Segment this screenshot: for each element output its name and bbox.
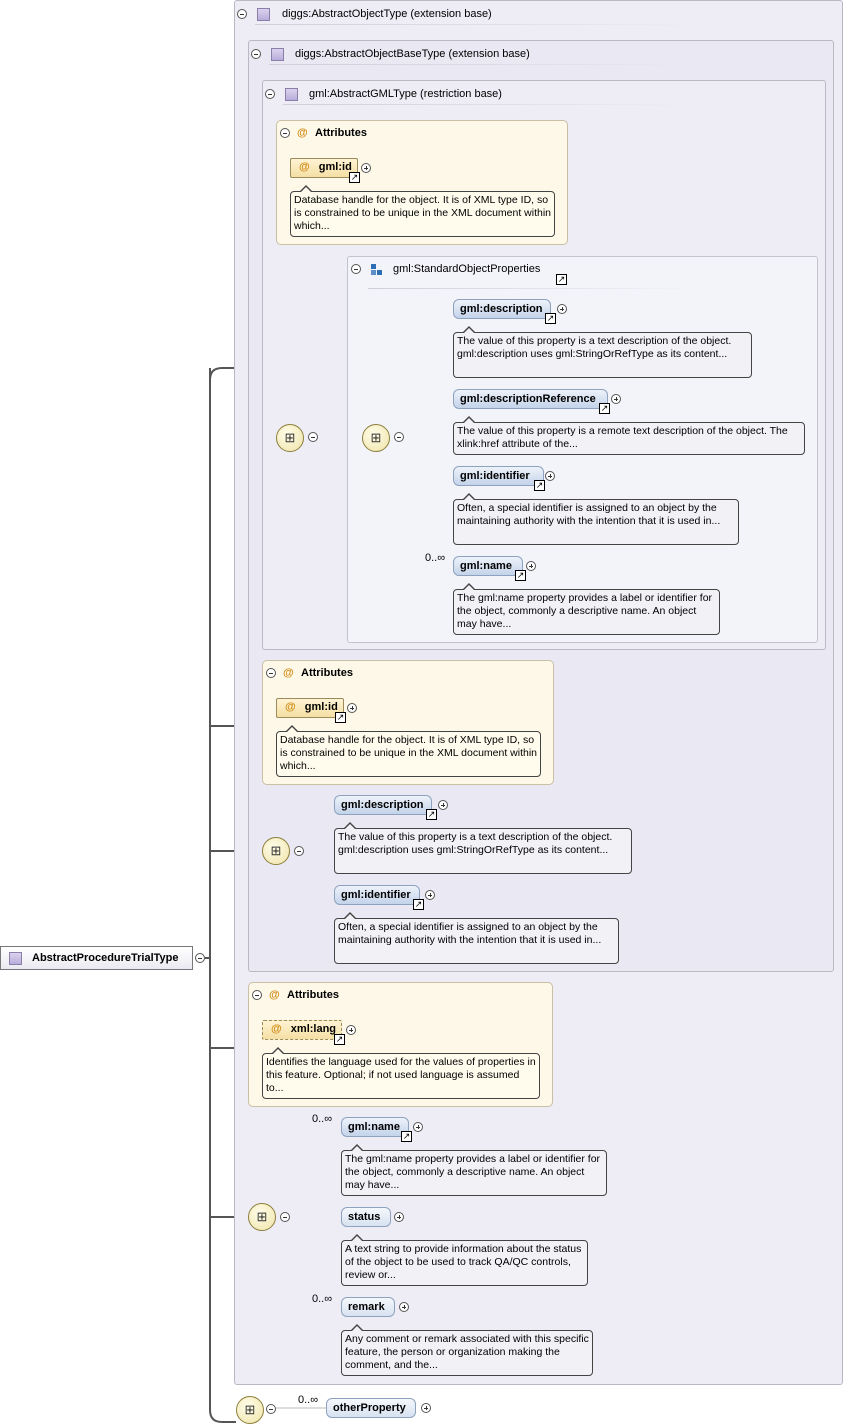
ref-arrow-icon[interactable]: ↗: [545, 313, 556, 324]
element-gml-description[interactable]: gml:description: [334, 795, 432, 815]
element-remark[interactable]: remark: [341, 1297, 395, 1317]
attribute-gml-id[interactable]: @ gml:id: [276, 698, 344, 718]
attributes-at-icon: @: [297, 127, 308, 139]
attributes-header: Attributes: [315, 127, 367, 139]
occurrence-label: 0..∞: [312, 1113, 333, 1125]
collapse-attributes-icon[interactable]: [266, 668, 276, 678]
element-gml-identifier[interactable]: gml:identifier: [334, 885, 420, 905]
collapse-abstract-gml-icon[interactable]: [265, 89, 275, 99]
expand-icon[interactable]: [421, 1403, 431, 1413]
ref-arrow-icon[interactable]: ↗: [556, 274, 567, 285]
header-separator: [269, 64, 689, 65]
attributes-at-icon: @: [283, 667, 294, 679]
status-documentation: A text string to provide information abo…: [341, 1234, 588, 1286]
ref-arrow-icon[interactable]: ↗: [515, 570, 526, 581]
ref-arrow-icon[interactable]: ↗: [401, 1131, 412, 1142]
header-separator: [368, 288, 698, 289]
gml-description-documentation: The value of this property is a text des…: [334, 822, 632, 874]
attributes-header: Attributes: [287, 989, 339, 1001]
element-gml-description[interactable]: gml:description: [453, 299, 551, 319]
attribute-gml-id[interactable]: @ gml:id: [290, 158, 358, 178]
attributes-at-icon: @: [269, 989, 280, 1001]
sequence-compositor-icon[interactable]: ⊞: [236, 1396, 264, 1424]
expand-icon[interactable]: [438, 800, 448, 810]
collapse-attributes-icon[interactable]: [252, 990, 262, 1000]
collapse-sequence-icon[interactable]: [394, 432, 404, 442]
root-type-node[interactable]: [0, 946, 193, 970]
element-gml-identifier[interactable]: gml:identifier: [453, 466, 544, 486]
header-separator: [283, 104, 693, 105]
sequence-compositor-icon[interactable]: ⊞: [248, 1203, 276, 1231]
complex-type-icon: [285, 88, 298, 101]
gml-id-documentation: Database handle for the object. It is of…: [276, 725, 541, 777]
expand-icon[interactable]: [545, 471, 555, 481]
complex-type-icon: [257, 8, 270, 21]
collapse-sequence-icon[interactable]: [294, 846, 304, 856]
attribute-label: xml:lang: [290, 1023, 337, 1035]
abstract-object-type-label: diggs:AbstractObjectType (extension base…: [282, 8, 492, 20]
attribute-label: gml:id: [318, 161, 352, 173]
gml-description-documentation: The value of this property is a text des…: [453, 326, 752, 378]
root-type-label: AbstractProcedureTrialType: [32, 952, 179, 964]
expand-icon[interactable]: [346, 1025, 356, 1035]
attribute-xml-lang[interactable]: @ xml:lang: [262, 1020, 342, 1040]
standard-object-properties-label: gml:StandardObjectProperties: [393, 263, 541, 275]
collapse-sequence-icon[interactable]: [266, 1404, 276, 1414]
expand-icon[interactable]: [394, 1212, 404, 1222]
expand-icon[interactable]: [347, 703, 357, 713]
remark-documentation: Any comment or remark associated with th…: [341, 1324, 593, 1376]
ref-arrow-icon[interactable]: ↗: [534, 480, 545, 491]
attribute-label: gml:id: [304, 701, 338, 713]
attribute-at-icon: @: [299, 161, 310, 173]
element-gml-name[interactable]: gml:name: [341, 1117, 409, 1137]
expand-icon[interactable]: [413, 1122, 423, 1132]
expand-icon[interactable]: [425, 890, 435, 900]
ref-arrow-icon[interactable]: ↗: [349, 172, 360, 183]
ref-arrow-icon[interactable]: ↗: [413, 899, 424, 910]
ref-arrow-icon[interactable]: ↗: [334, 1034, 345, 1045]
element-gml-name[interactable]: gml:name: [453, 556, 523, 576]
collapse-abstract-object-base-icon[interactable]: [251, 49, 261, 59]
collapse-sequence-icon[interactable]: [280, 1212, 290, 1222]
element-gml-description-reference[interactable]: gml:descriptionReference: [453, 389, 608, 409]
xml-lang-documentation: Identifies the language used for the val…: [262, 1047, 540, 1099]
sequence-compositor-icon[interactable]: ⊞: [362, 424, 390, 452]
element-status[interactable]: status: [341, 1207, 391, 1227]
sequence-compositor-icon[interactable]: ⊞: [276, 424, 304, 452]
collapse-abstract-object-icon[interactable]: [237, 9, 247, 19]
header-separator: [255, 24, 705, 25]
attributes-header: Attributes: [301, 667, 353, 679]
ref-arrow-icon[interactable]: ↗: [426, 809, 437, 820]
occurrence-label: 0..∞: [312, 1293, 333, 1305]
group-icon: [371, 264, 382, 275]
expand-icon[interactable]: [557, 304, 567, 314]
expand-icon[interactable]: [611, 394, 621, 404]
gml-identifier-documentation: Often, a special identifier is assigned …: [334, 912, 619, 964]
abstract-object-base-type-label: diggs:AbstractObjectBaseType (extension …: [295, 48, 530, 60]
complex-type-icon: [9, 952, 22, 965]
gml-description-reference-documentation: The value of this property is a remote t…: [453, 416, 805, 455]
gml-name-documentation: The gml:name property provides a label o…: [341, 1144, 607, 1196]
collapse-sequence-icon[interactable]: [308, 432, 318, 442]
complex-type-icon: [271, 48, 284, 61]
ref-arrow-icon[interactable]: ↗: [335, 712, 346, 723]
ref-arrow-icon[interactable]: ↗: [599, 403, 610, 414]
element-other-property[interactable]: otherProperty: [326, 1398, 416, 1418]
gml-name-documentation: The gml:name property provides a label o…: [453, 583, 720, 635]
expand-icon[interactable]: [399, 1302, 409, 1312]
occurrence-label: 0..∞: [425, 552, 446, 564]
sequence-compositor-icon[interactable]: ⊞: [262, 837, 290, 865]
occurrence-label: 0..∞: [298, 1394, 319, 1406]
gml-identifier-documentation: Often, a special identifier is assigned …: [453, 493, 739, 545]
abstract-gml-type-label: gml:AbstractGMLType (restriction base): [309, 88, 502, 100]
attribute-at-icon: @: [285, 701, 296, 713]
collapse-root-icon[interactable]: [195, 953, 205, 963]
attribute-at-icon: @: [271, 1023, 282, 1035]
gml-id-documentation: Database handle for the object. It is of…: [290, 185, 555, 237]
expand-icon[interactable]: [526, 561, 536, 571]
expand-icon[interactable]: [361, 163, 371, 173]
collapse-group-icon[interactable]: [351, 264, 361, 274]
collapse-attributes-icon[interactable]: [280, 128, 290, 138]
